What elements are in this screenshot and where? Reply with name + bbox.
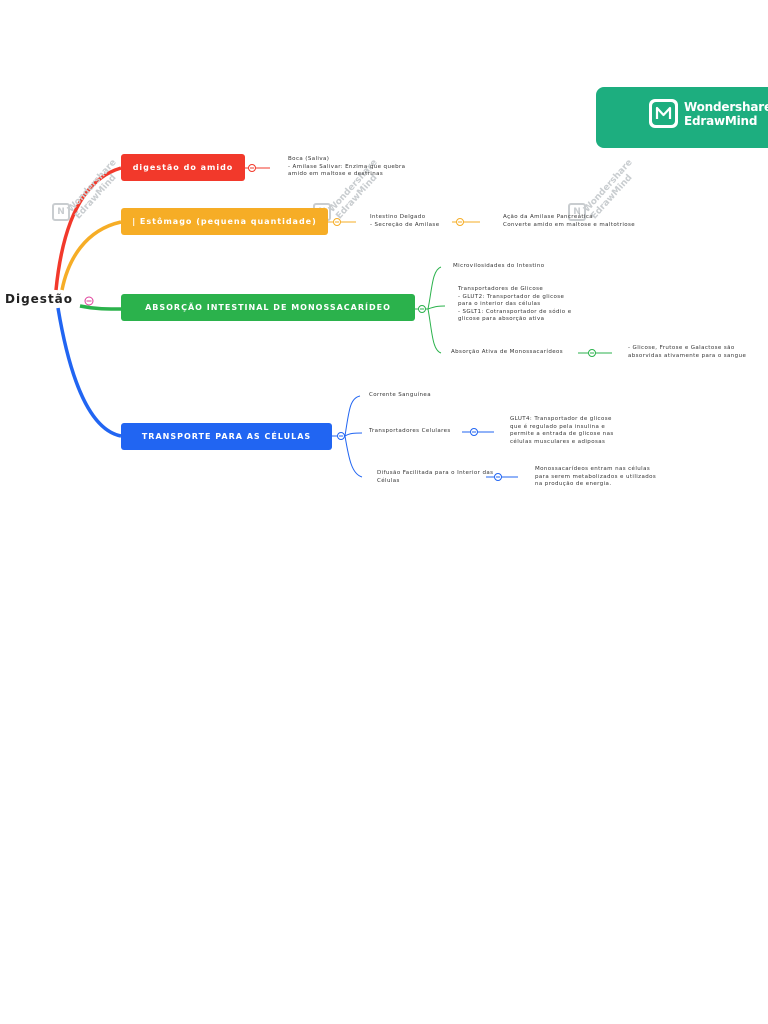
brand-line1: Wondershare	[684, 100, 768, 114]
subtopic-amilase-pancreatica[interactable]: Ação da Amilase Pancreática Converte ami…	[503, 214, 636, 228]
brand-line2: EdrawMind	[684, 114, 758, 128]
branch-transporte-celulas[interactable]: TRANSPORTE PARA AS CÉLULAS	[121, 423, 332, 450]
brand-name: Wondershare EdrawMind	[684, 100, 768, 128]
subtopic-microvilosidades[interactable]: Microvilosidades do Intestino	[453, 263, 545, 269]
connector-root-branch4	[56, 307, 122, 438]
root-topic[interactable]: Digestão	[5, 292, 74, 306]
subtopic-difusao-facilitada[interactable]: Difusão Facilitada para o Interior das C…	[377, 470, 494, 484]
subtopic-transportadores-glicose[interactable]: Transportadores de Glicose - GLUT2: Tran…	[458, 286, 572, 322]
subtopic-transportadores-celulares[interactable]: Transportadores Celulares	[369, 428, 451, 434]
watermark-icon: N	[568, 203, 586, 221]
brand-panel: Wondershare EdrawMind	[596, 87, 768, 148]
edrawmind-logo-icon	[649, 99, 678, 128]
subtopic-intestino-delgado[interactable]: Intestino Delgado - Secreção de Amilase	[370, 214, 440, 228]
watermark-icon: N	[52, 203, 70, 221]
subtopic-boca-saliva[interactable]: Boca (Saliva) - Amilase Salivar: Enzima …	[288, 156, 406, 177]
subtopic-corrente-sanguinea[interactable]: Corrente Sanguínea	[369, 392, 431, 398]
connector-root-branch2	[60, 220, 122, 291]
connector-root-branch3	[79, 304, 122, 311]
subtopic-glut4[interactable]: GLUT4: Transportador de glicose que é re…	[510, 416, 614, 445]
subtopic-glicose-frutose-galactose[interactable]: - Glicose, Frutose e Galactose são absor…	[628, 345, 747, 359]
connector-root-branch1	[54, 166, 122, 291]
branch-absorcao-intestinal[interactable]: ABSORÇÃO INTESTINAL DE MONOSSACARÍDEO	[121, 294, 415, 321]
branch-digestao-amido[interactable]: digestão do amido	[121, 154, 245, 181]
subtopic-monossacarideos-energia[interactable]: Monossacarídeos entram nas células para …	[535, 466, 657, 487]
subtopic-absorcao-ativa[interactable]: Absorção Ativa de Monossacarídeos	[451, 349, 564, 355]
branch-estomago[interactable]: | Estômago (pequena quantidade)	[121, 208, 328, 235]
